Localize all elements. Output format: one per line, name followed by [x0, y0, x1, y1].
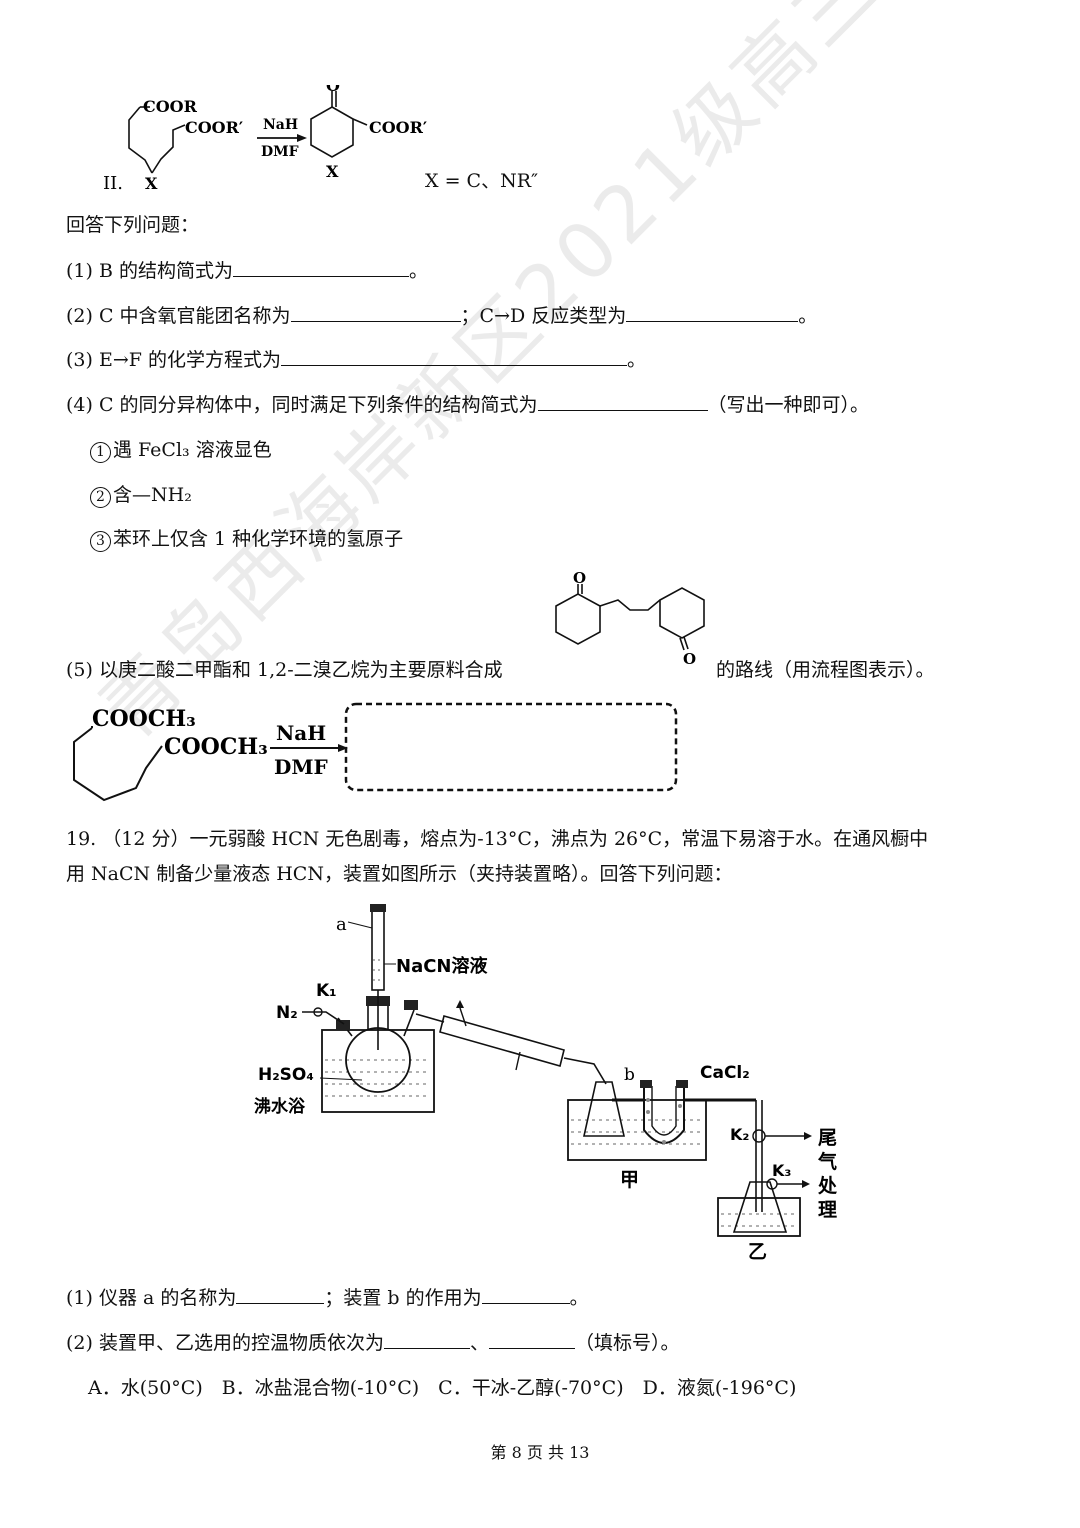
- ester-1: COOCH₃: [92, 706, 196, 732]
- question-1: (1) B 的结构简式为。: [66, 258, 428, 282]
- page-footer: 第 8 页 共 13: [490, 1443, 590, 1462]
- answer-blank[interactable]: [383, 1330, 470, 1349]
- question-19-2: (2) 装置甲、乙选用的控温物质依次为、（填标号）。: [66, 1330, 680, 1354]
- question-19-line2: 用 NaCN 制备少量液态 HCN，装置如图所示（夹持装置略）。回答下列问题：: [66, 863, 733, 885]
- question-5-post: 的路线（用流程图表示）。: [716, 659, 935, 681]
- product-x-label: X: [326, 162, 339, 181]
- reagent-top: NaH: [263, 117, 298, 133]
- target-o2: O: [683, 650, 696, 668]
- label-tail-4: 理: [818, 1199, 837, 1221]
- label-nacn: NaCN溶液: [396, 955, 488, 977]
- reactant-side-label: COOR′: [185, 118, 243, 137]
- intro-text: 回答下列问题：: [66, 214, 200, 236]
- reaction-ii-scheme: II. COOR COOR′ X NaH DMF O COOR′ X: [103, 85, 427, 194]
- answer-box: [344, 702, 678, 792]
- route-scheme: COOCH₃ COOCH₃ NaH DMF: [73, 702, 678, 802]
- label-b: b: [624, 1065, 635, 1085]
- label-bath: 沸水浴: [254, 1096, 306, 1117]
- reaction-label: II.: [103, 173, 123, 194]
- target-o1: O: [573, 570, 586, 587]
- ester-2: COOCH₃: [164, 734, 268, 760]
- label-yi: 乙: [748, 1241, 767, 1263]
- answer-blank[interactable]: [290, 303, 461, 322]
- question-3: (3) E→F 的化学方程式为。: [66, 347, 646, 371]
- label-k1: K₁: [316, 981, 337, 1001]
- x-note: X = C、NR″: [425, 170, 539, 192]
- question-4: (4) C 的同分异构体中，同时满足下列条件的结构简式为（写出一种即可）。: [66, 392, 870, 416]
- label-jia: 甲: [620, 1169, 639, 1191]
- target-structure: O O: [555, 570, 705, 668]
- question-5-pre: (5) 以庚二酸二甲酯和 1,2-二溴乙烷为主要原料合成: [66, 659, 503, 681]
- question-19-1: (1) 仪器 a 的名称为；装置 b 的作用为。: [66, 1285, 589, 1309]
- reactant-top-label: COOR: [143, 97, 198, 116]
- reagent-bottom: DMF: [261, 144, 299, 160]
- answer-blank[interactable]: [236, 1285, 325, 1304]
- product-side-label: COOR′: [369, 118, 427, 137]
- answer-blank[interactable]: [232, 258, 409, 277]
- answer-blank[interactable]: [481, 1285, 570, 1304]
- label-n2: N₂: [276, 1003, 298, 1023]
- options-line: A．水(50°C) B．冰盐混合物(-10°C) C．干冰-乙醇(-70°C) …: [88, 1377, 797, 1399]
- answer-blank[interactable]: [488, 1330, 575, 1349]
- label-k3: K₃: [772, 1161, 791, 1180]
- label-h2so4: H₂SO₄: [258, 1065, 314, 1085]
- label-tail-3: 处: [817, 1174, 838, 1197]
- apparatus-diagram: a NaCN溶液 N₂ K₁ H₂SO₄ 沸水浴 b CaCl₂ 甲 K₂ K₃…: [254, 904, 838, 1263]
- question-2: (2) C 中含氧官能团名称为；C→D 反应类型为。: [66, 303, 818, 327]
- label-cacl2: CaCl₂: [700, 1063, 750, 1083]
- label-tail-2: 气: [817, 1150, 837, 1173]
- route-reagent-bottom: DMF: [274, 755, 328, 779]
- answer-blank[interactable]: [537, 392, 708, 411]
- answer-blank[interactable]: [280, 347, 627, 366]
- question-19-line1: 19. （12 分）一元弱酸 HCN 无色剧毒，熔点为-13°C，沸点为 26°…: [66, 828, 929, 850]
- answer-blank[interactable]: [626, 303, 799, 322]
- label-a: a: [336, 914, 347, 935]
- product-o-label: O: [326, 85, 340, 95]
- route-reagent-top: NaH: [276, 721, 326, 745]
- label-k2: K₂: [730, 1125, 749, 1144]
- reactant-x-label: X: [145, 174, 158, 193]
- label-tail-1: 尾: [818, 1127, 837, 1149]
